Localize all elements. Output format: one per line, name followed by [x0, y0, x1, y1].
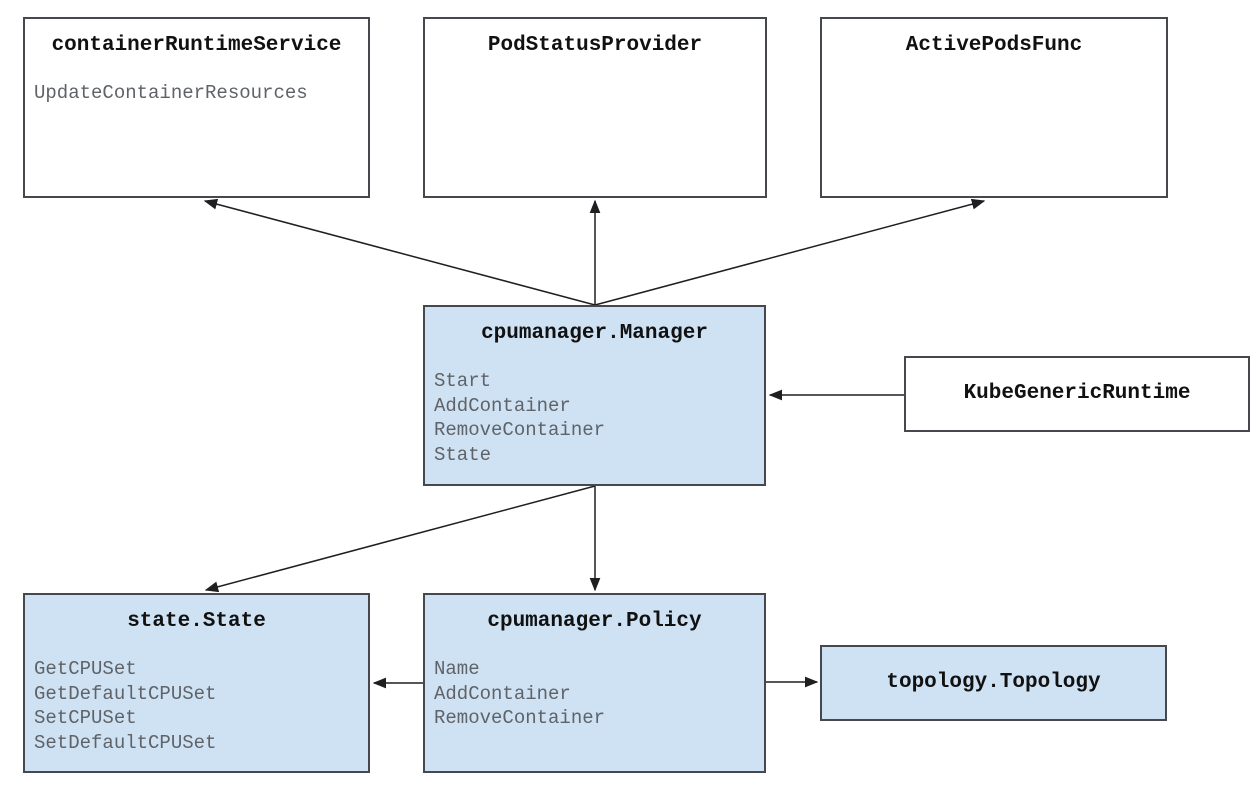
- node-topology-topology: topology.Topology: [820, 645, 1167, 721]
- edge-manager-to-active-pods-func: [594, 198, 986, 306]
- edge-manager-to-state-state: [204, 485, 596, 593]
- method-get-default-cpuset: GetDefaultCPUSet: [34, 682, 217, 705]
- node-pod-status-provider-title: PodStatusProvider: [487, 34, 703, 57]
- node-active-pods-func-title: ActivePodsFunc: [905, 34, 1083, 57]
- method-set-default-cpuset: SetDefaultCPUSet: [34, 731, 217, 754]
- node-container-runtime-service: containerRuntimeService UpdateContainerR…: [23, 17, 370, 198]
- node-cpumanager-policy: cpumanager.Policy Name AddContainer Remo…: [423, 593, 766, 773]
- method-set-cpuset: SetCPUSet: [34, 707, 137, 729]
- method-name: Name: [434, 658, 480, 680]
- node-state-state-title: state.State: [127, 610, 266, 633]
- node-cpumanager-manager-methods: Start AddContainer RemoveContainer State: [425, 369, 764, 467]
- node-kube-generic-runtime-title: KubeGenericRuntime: [963, 382, 1191, 405]
- node-container-runtime-service-title: containerRuntimeService: [51, 34, 342, 57]
- node-cpumanager-manager-title: cpumanager.Manager: [481, 322, 708, 345]
- method-remove-container: RemoveContainer: [434, 419, 606, 441]
- edge-manager-to-container-runtime-service: [203, 198, 596, 306]
- node-state-state-methods: GetCPUSet GetDefaultCPUSet SetCPUSet Set…: [25, 657, 368, 755]
- node-container-runtime-service-methods: UpdateContainerResources: [25, 81, 368, 106]
- method-add-container: AddContainer: [434, 682, 571, 705]
- node-active-pods-func: ActivePodsFunc: [820, 17, 1168, 198]
- method-remove-container: RemoveContainer: [434, 707, 606, 729]
- node-cpumanager-manager: cpumanager.Manager Start AddContainer Re…: [423, 305, 766, 486]
- node-cpumanager-policy-title: cpumanager.Policy: [487, 610, 702, 633]
- node-kube-generic-runtime: KubeGenericRuntime: [904, 356, 1250, 432]
- node-pod-status-provider: PodStatusProvider: [423, 17, 767, 198]
- method-start: Start: [434, 370, 492, 392]
- method-update-container-resources: UpdateContainerResources: [34, 82, 308, 104]
- method-state: State: [434, 443, 492, 466]
- node-cpumanager-policy-methods: Name AddContainer RemoveContainer: [425, 657, 764, 731]
- method-add-container: AddContainer: [434, 394, 571, 417]
- method-get-cpuset: GetCPUSet: [34, 658, 137, 680]
- node-state-state: state.State GetCPUSet GetDefaultCPUSet S…: [23, 593, 370, 773]
- node-topology-topology-title: topology.Topology: [886, 671, 1101, 694]
